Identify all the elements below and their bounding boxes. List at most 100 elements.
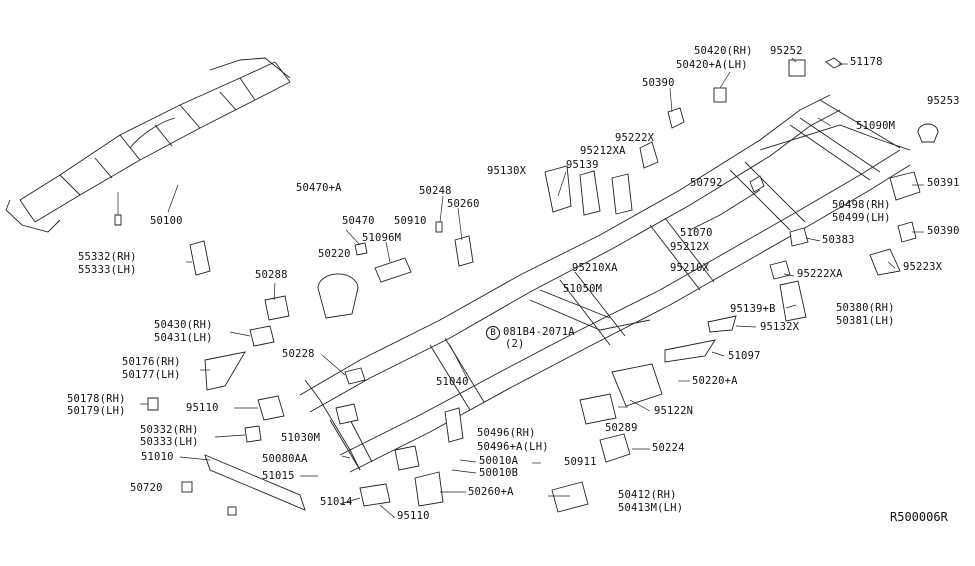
part-51178-icon — [825, 57, 843, 69]
part-51030M-icon — [335, 403, 359, 425]
part-50220-icon — [317, 273, 359, 319]
part-95130X-icon — [544, 165, 572, 213]
part-50228-icon — [344, 367, 366, 385]
part-50289-icon — [579, 393, 617, 425]
bolt-quantity: (2) — [505, 338, 525, 350]
part-95212XA-icon — [611, 173, 633, 215]
part-50391-icon — [889, 171, 921, 201]
label-51097: 51097 — [728, 350, 761, 362]
label-51096M: 51096M — [362, 232, 402, 244]
part-50720-icon — [181, 481, 193, 493]
label-50792: 50792 — [690, 177, 723, 189]
label-50288: 50288 — [255, 269, 288, 281]
part-50390-right-icon — [897, 221, 917, 243]
label-50496a-lh: 50496+A(LH) — [477, 441, 549, 453]
part-50288-icon — [264, 295, 290, 321]
label-95212XA: 95212XA — [580, 145, 626, 157]
part-50390-icon — [667, 107, 685, 129]
label-95222X: 95222X — [615, 132, 655, 144]
label-50010B: 50010B — [479, 467, 519, 479]
label-50420-rh: 50420(RH) — [694, 45, 753, 57]
part-50176-icon — [204, 351, 246, 391]
main-frame-drawing — [204, 94, 911, 511]
part-55332-icon — [189, 240, 211, 276]
label-95110-bottom: 95110 — [397, 510, 430, 522]
part-51096M-icon — [374, 257, 412, 283]
label-50179-lh: 50179(LH) — [67, 405, 126, 417]
part-clip-icon — [227, 506, 237, 516]
label-51050M: 51050M — [563, 283, 603, 295]
label-50470: 50470 — [342, 215, 375, 227]
part-50412-icon — [551, 481, 589, 513]
label-95253: 95253 — [927, 95, 960, 107]
label-50496-rh: 50496(RH) — [477, 427, 536, 439]
label-50220a: 50220+A — [692, 375, 738, 387]
part-51097-icon — [664, 339, 716, 363]
label-95222XA: 95222XA — [797, 268, 843, 280]
label-50177-lh: 50177(LH) — [122, 369, 181, 381]
label-50380-rh: 50380(RH) — [836, 302, 895, 314]
label-50413M-lh: 50413M(LH) — [618, 502, 684, 514]
label-95252: 95252 — [770, 45, 803, 57]
label-50080AA: 50080AA — [262, 453, 308, 465]
part-50383-icon — [789, 227, 809, 247]
bolt-symbol: B — [486, 326, 500, 340]
label-50260a: 50260+A — [468, 486, 514, 498]
label-50430-rh: 50430(RH) — [154, 319, 213, 331]
label-95210X: 95210X — [670, 262, 710, 274]
part-50248-icon — [435, 221, 443, 233]
label-50412-rh: 50412(RH) — [618, 489, 677, 501]
label-50499-lh: 50499(LH) — [832, 212, 891, 224]
label-51015: 51015 — [262, 470, 295, 482]
part-50260a-icon — [414, 471, 444, 507]
label-50431-lh: 50431(LH) — [154, 332, 213, 344]
part-95132X-icon — [707, 315, 737, 333]
label-50100: 50100 — [150, 215, 183, 227]
label-50381-lh: 50381(LH) — [836, 315, 895, 327]
label-95139b: 95139+B — [730, 303, 776, 315]
part-95252-icon — [788, 59, 806, 77]
label-50224: 50224 — [652, 442, 685, 454]
part-50420-icon — [713, 87, 727, 103]
part-50430-icon — [249, 325, 275, 347]
part-50470-icon — [354, 242, 368, 256]
label-50390-top: 50390 — [642, 77, 675, 89]
part-50496-icon — [444, 407, 464, 443]
label-50260: 50260 — [447, 198, 480, 210]
label-50248: 50248 — [419, 185, 452, 197]
label-50289: 50289 — [605, 422, 638, 434]
part-50224-icon — [599, 433, 631, 463]
label-51090M: 51090M — [856, 120, 896, 132]
label-51014: 51014 — [320, 496, 353, 508]
label-95210XA: 95210XA — [572, 262, 618, 274]
part-95139-icon — [579, 170, 601, 216]
label-50176-rh: 50176(RH) — [122, 356, 181, 368]
label-95212X: 95212X — [670, 241, 710, 253]
leader-lines — [117, 57, 924, 519]
diagram-code: R500006R — [890, 510, 948, 524]
label-95130X: 95130X — [487, 165, 527, 177]
label-50332-rh: 50332(RH) — [140, 424, 199, 436]
part-95223X-icon — [869, 248, 901, 276]
label-50333-lh: 50333(LH) — [140, 436, 199, 448]
label-50228: 50228 — [282, 348, 315, 360]
part-50178-icon — [147, 397, 159, 411]
label-50911: 50911 — [564, 456, 597, 468]
label-55333-lh: 55333(LH) — [78, 264, 137, 276]
label-50470a: 50470+A — [296, 182, 342, 194]
part-50792-icon — [749, 175, 765, 193]
part-50380-icon — [779, 280, 807, 322]
part-50332-icon — [244, 425, 262, 443]
label-95223X: 95223X — [903, 261, 943, 273]
label-51010: 51010 — [141, 451, 174, 463]
part-50010-icon — [394, 445, 420, 471]
label-50391: 50391 — [927, 177, 960, 189]
part-95110a-icon — [257, 395, 285, 421]
label-95132X: 95132X — [760, 321, 800, 333]
label-50390-right: 50390 — [927, 225, 960, 237]
bolt-part-number: 081B4-2071A — [503, 326, 575, 338]
label-50010A: 50010A — [479, 455, 519, 467]
